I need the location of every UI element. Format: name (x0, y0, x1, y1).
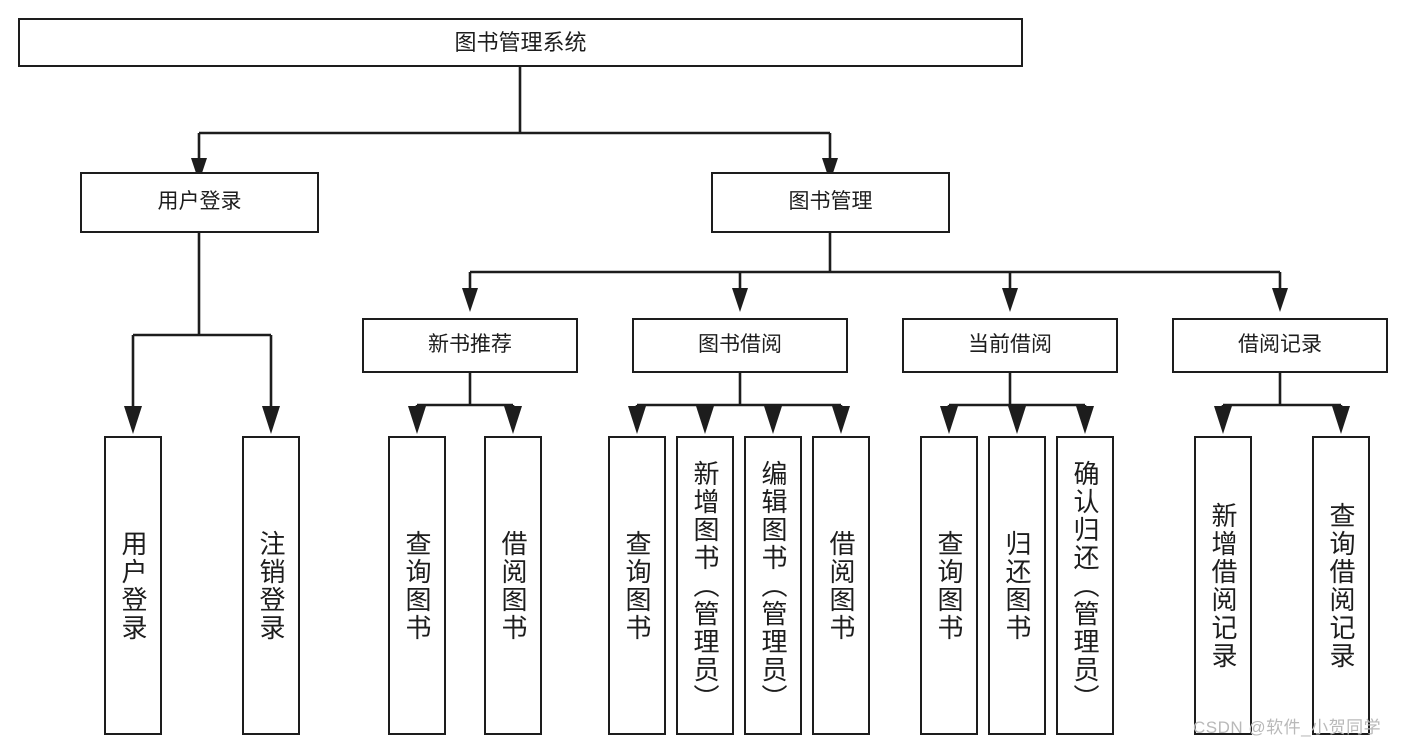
arrowhead-leaf-2 (262, 406, 280, 434)
arrowhead-leaf-11 (1076, 406, 1094, 434)
node-label: 查询图书 (622, 529, 652, 642)
leaf-new-book-query[interactable]: 查询图书 (388, 436, 446, 735)
node-label: 编辑图书（管理员） (758, 459, 788, 712)
leaf-current-borrow-query[interactable]: 查询图书 (920, 436, 978, 735)
arrowhead-borrow-record (1272, 288, 1288, 312)
node-new-book-recommend[interactable]: 新书推荐 (362, 318, 578, 373)
node-label: 用户登录 (157, 190, 242, 214)
node-borrow-record[interactable]: 借阅记录 (1172, 318, 1388, 373)
leaf-user-login-login[interactable]: 用户登录 (104, 436, 162, 735)
node-book-management[interactable]: 图书管理 (711, 172, 950, 233)
node-label: 当前借阅 (968, 333, 1052, 357)
leaf-new-book-borrow[interactable]: 借阅图书 (484, 436, 542, 735)
arrowhead-leaf-3 (408, 406, 426, 434)
node-label: 借阅记录 (1238, 333, 1322, 357)
leaf-user-login-logout[interactable]: 注销登录 (242, 436, 300, 735)
arrowhead-leaf-1 (124, 406, 142, 434)
arrowhead-new-book (462, 288, 478, 312)
node-label: 新增借阅记录 (1208, 501, 1238, 670)
node-label: 确认归还（管理员） (1070, 459, 1100, 712)
leaf-book-borrow-add[interactable]: 新增图书（管理员） (676, 436, 734, 735)
arrowhead-leaf-9 (940, 406, 958, 434)
arrowhead-leaf-10 (1008, 406, 1026, 434)
arrowhead-leaf-8 (832, 406, 850, 434)
arrowhead-leaf-6 (696, 406, 714, 434)
node-label: 注销登录 (256, 529, 286, 642)
arrowhead-current-borrow (1002, 288, 1018, 312)
leaf-book-borrow-edit[interactable]: 编辑图书（管理员） (744, 436, 802, 735)
node-label: 新书推荐 (428, 333, 512, 357)
arrowhead-book-manage (822, 158, 838, 182)
arrowhead-leaf-7 (764, 406, 782, 434)
leaf-book-borrow-borrow[interactable]: 借阅图书 (812, 436, 870, 735)
arrowhead-book-borrow (732, 288, 748, 312)
node-label: 图书借阅 (698, 333, 782, 357)
arrowhead-user-login (191, 158, 207, 182)
leaf-borrow-record-query[interactable]: 查询借阅记录 (1312, 436, 1370, 735)
node-label: 查询图书 (402, 529, 432, 642)
node-label: 图书管理 (788, 190, 873, 214)
node-label: 归还图书 (1002, 529, 1032, 642)
node-current-borrow[interactable]: 当前借阅 (902, 318, 1118, 373)
node-label: 借阅图书 (826, 529, 856, 642)
arrowheads (124, 158, 1350, 434)
leaf-current-borrow-return[interactable]: 归还图书 (988, 436, 1046, 735)
node-book-borrow[interactable]: 图书借阅 (632, 318, 848, 373)
node-user-login[interactable]: 用户登录 (80, 172, 319, 233)
node-label: 查询借阅记录 (1326, 501, 1356, 670)
arrowhead-leaf-13 (1332, 406, 1350, 434)
node-label: 查询图书 (934, 529, 964, 642)
leaf-current-borrow-confirm-return[interactable]: 确认归还（管理员） (1056, 436, 1114, 735)
leaf-book-borrow-query[interactable]: 查询图书 (608, 436, 666, 735)
arrowhead-leaf-12 (1214, 406, 1232, 434)
leaf-borrow-record-add[interactable]: 新增借阅记录 (1194, 436, 1252, 735)
arrowhead-leaf-5 (628, 406, 646, 434)
node-root-system[interactable]: 图书管理系统 (18, 18, 1023, 67)
node-label: 新增图书（管理员） (690, 459, 720, 712)
node-label: 用户登录 (118, 529, 148, 642)
arrowhead-leaf-4 (504, 406, 522, 434)
node-label: 图书管理系统 (454, 29, 587, 55)
node-label: 借阅图书 (498, 529, 528, 642)
